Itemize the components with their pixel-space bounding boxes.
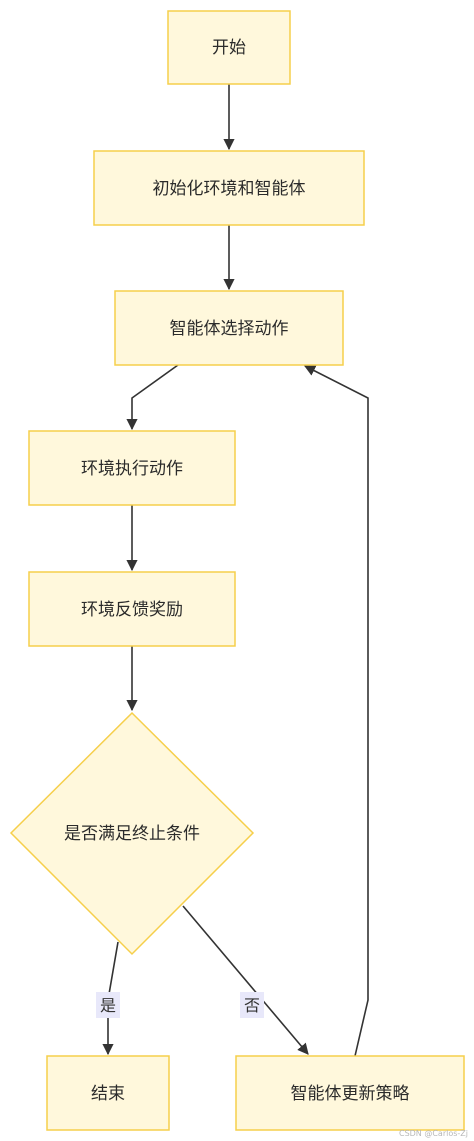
node-update-policy-label: 智能体更新策略 [291, 1084, 410, 1104]
edge-update-to-select [304, 365, 369, 1057]
node-execute-action: 环境执行动作 [28, 430, 236, 506]
node-decision-label: 是否满足终止条件 [64, 824, 200, 844]
node-feedback: 环境反馈奖励 [28, 571, 236, 647]
node-end-label: 结束 [91, 1084, 125, 1104]
edge-label-yes-text: 是 [100, 996, 116, 1015]
node-execute-action-label: 环境执行动作 [81, 459, 183, 479]
node-start-label: 开始 [212, 38, 246, 58]
node-update-policy: 智能体更新策略 [235, 1055, 465, 1131]
node-select-action: 智能体选择动作 [114, 290, 344, 366]
node-start: 开始 [167, 10, 291, 85]
edge-select-to-execute [126, 364, 179, 431]
node-init-label: 初始化环境和智能体 [153, 179, 306, 199]
edge-decision-to-update [182, 905, 309, 1055]
node-feedback-label: 环境反馈奖励 [81, 600, 183, 620]
node-decision: 是否满足终止条件 [9, 711, 255, 956]
edge-label-no: 否 [240, 992, 264, 1018]
watermark: CSDN @Carlos-Zj [399, 1129, 468, 1138]
node-end: 结束 [46, 1055, 170, 1131]
edge-label-yes: 是 [96, 992, 120, 1018]
node-select-action-label: 智能体选择动作 [170, 319, 289, 339]
node-init: 初始化环境和智能体 [93, 150, 365, 226]
edge-label-no-text: 否 [244, 996, 260, 1015]
